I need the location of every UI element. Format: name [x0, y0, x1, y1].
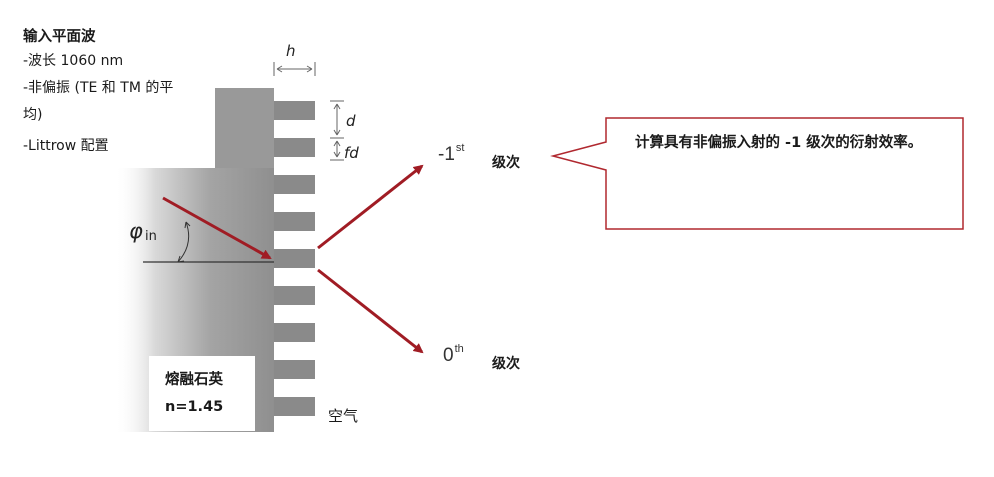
- order-minus-first-sup: st: [455, 142, 465, 154]
- substrate-upper: [215, 88, 274, 168]
- dim-fd-label: fd: [344, 144, 359, 162]
- dimension-d: [330, 100, 344, 161]
- order-minus-first-word: 级次: [492, 155, 520, 171]
- callout-text: 计算具有非偏振入射的 -1 级次的衍射效率。: [635, 135, 923, 151]
- grating-tooth: [274, 212, 315, 231]
- order-minus-first-label: -1st: [438, 142, 464, 166]
- order-zeroth-label: 0th: [443, 343, 464, 367]
- grating-teeth: [274, 101, 315, 416]
- grating-tooth: [274, 138, 315, 157]
- callout-box: [550, 117, 964, 230]
- wavelength-line: -波长 1060 nm: [23, 53, 124, 69]
- material-label-box: 熔融石英 n=1.45: [149, 356, 255, 431]
- polarization-line-cont: 均): [23, 107, 43, 123]
- minus-first-order-arrow: [317, 164, 424, 250]
- material-name: 熔融石英: [165, 372, 223, 388]
- dim-d-label: d: [346, 112, 356, 130]
- substrate: [115, 88, 274, 432]
- dim-h-label: h: [286, 42, 296, 60]
- air-label: 空气: [328, 407, 359, 425]
- grating-tooth: [274, 323, 315, 342]
- incident-arrow: [162, 196, 272, 260]
- order-zeroth-sup: th: [454, 343, 464, 355]
- grating-tooth: [274, 249, 315, 268]
- material-index: n=1.45: [165, 399, 224, 415]
- angle-subscript: in: [145, 229, 157, 244]
- order-zeroth-number: 0: [443, 345, 454, 366]
- angle-arc: [177, 221, 190, 263]
- angle-symbol: φ: [129, 219, 143, 243]
- grating-tooth: [274, 175, 315, 194]
- order-zeroth-word: 级次: [492, 356, 520, 372]
- grating-tooth: [274, 397, 315, 416]
- input-wave-title: 输入平面波: [23, 29, 96, 45]
- zeroth-order-arrow: [317, 268, 424, 354]
- littrow-line: -Littrow 配置: [23, 138, 109, 154]
- grating-tooth: [274, 360, 315, 379]
- grating-tooth: [274, 101, 315, 120]
- grating-tooth: [274, 286, 315, 305]
- order-minus-first-number: -1: [438, 144, 455, 165]
- polarization-line: -非偏振 (TE 和 TM 的平: [23, 80, 174, 96]
- dimension-h: [273, 62, 316, 76]
